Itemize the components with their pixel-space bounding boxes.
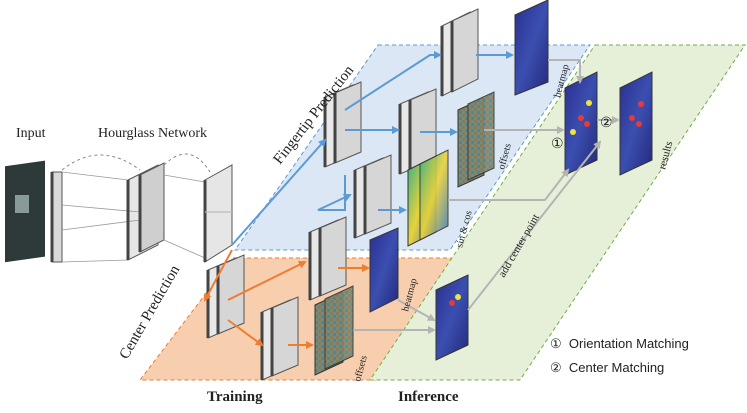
results-map xyxy=(619,71,653,176)
legend-mark: ① xyxy=(550,336,562,351)
fingertip-heatmap xyxy=(514,0,549,96)
legend-item-orientation: ① Orientation Matching xyxy=(550,336,689,352)
legend: ① Orientation Matching ② Center Matching xyxy=(550,336,689,376)
legend-text: Center Matching xyxy=(568,360,665,375)
legend-text: Orientation Matching xyxy=(568,336,689,351)
orientation-marker: ① xyxy=(551,137,564,152)
hourglass-label: Hourglass Network xyxy=(98,126,207,141)
input-label: Input xyxy=(16,126,46,141)
hourglass-network xyxy=(50,153,233,263)
inference-label: Inference xyxy=(398,389,459,405)
legend-mark: ② xyxy=(550,360,562,375)
center-marker: ② xyxy=(600,116,613,131)
fingertip-branch-blocks xyxy=(323,8,479,239)
fingertip-arrows xyxy=(231,51,514,246)
legend-item-center: ② Center Matching xyxy=(550,360,689,376)
training-label: Training xyxy=(207,389,263,405)
matched-map xyxy=(564,71,598,176)
keypoints xyxy=(449,100,644,306)
hand-icon xyxy=(15,195,29,213)
inference-arrows xyxy=(353,59,620,334)
center-heatmap xyxy=(369,227,399,313)
center-point-map xyxy=(435,274,469,361)
center-arrows xyxy=(204,249,370,349)
